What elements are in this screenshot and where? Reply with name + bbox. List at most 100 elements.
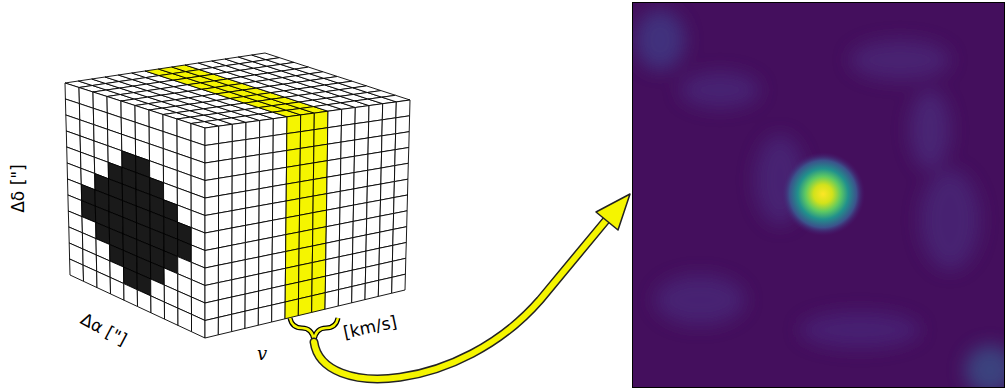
voxel-cell [219,142,233,161]
voxel-cell [286,232,300,252]
voxel-cell [340,205,354,224]
voxel-cell [287,148,301,167]
voxel-cell [369,104,383,122]
voxel-cell [272,235,286,255]
voxel-cell [355,106,369,124]
voxel-cell [300,180,314,199]
voxel-cell [353,203,367,222]
voxel-cell [273,167,287,186]
voxel-cell [232,157,246,176]
voxel-cell [83,265,97,288]
voxel-cell [299,213,313,232]
voxel-cell [219,228,233,248]
voxel-cell [285,299,299,319]
voxel-cell [300,130,314,149]
brace-and-arrow [290,194,630,379]
voxel-cell [354,170,368,189]
voxel-cell [367,168,381,186]
voxel-cell [339,221,353,240]
voxel-cell [205,231,219,251]
voxel-cell [298,296,312,316]
voxel-cell [299,246,313,265]
voxel-cell [232,140,246,159]
voxel-cell [341,124,355,142]
voxel-cell [205,213,219,233]
voxel-cell [341,156,355,175]
voxel-cell [246,138,260,157]
voxel-cell [382,134,396,152]
voxel-cell [192,314,206,338]
voxel-cell [205,283,218,303]
voxel-cell [352,283,366,302]
voxel-cell [259,153,273,172]
voxel-cell [259,254,273,274]
voxel-cell [382,118,396,136]
voxel-cell [368,136,382,154]
voxel-cell [300,196,314,215]
voxel-cell [313,227,327,246]
voxel-cell [300,163,314,182]
voxel-cell [381,166,395,184]
voxel-cell [327,142,341,161]
voxel-cell [396,116,410,134]
voxel-cell [392,274,406,293]
voxel-cell [259,237,273,257]
voxel-cell [110,277,124,300]
voxel-cell [164,302,178,325]
voxel-cell [354,154,368,173]
moment-map [632,2,1005,388]
voxel-cell [394,163,408,181]
voxel-cell [245,240,259,260]
voxel-cell [287,132,301,151]
voxel-cell [219,193,233,213]
voxel-cell [286,182,300,201]
voxel-cell [259,220,273,240]
voxel-cell [245,308,258,328]
voxel-cell [232,277,246,297]
voxel-cell [232,174,246,194]
voxel-cell [259,186,273,205]
axis-label: v [257,345,267,363]
voxel-cell [70,259,84,281]
voxel-cell [259,170,273,189]
voxel-cell [314,128,328,147]
voxel-cell [365,280,379,299]
voxel-cell [258,305,272,325]
voxel-cell [232,243,246,263]
voxel-cell [232,311,245,331]
voxel-cell [273,184,287,203]
voxel-cell [205,126,219,145]
voxel-cell [325,290,339,310]
voxel-cell [286,165,300,184]
voxel-cell [97,271,111,294]
voxel-cell [246,206,260,226]
voxel-cell [354,186,368,205]
voxel-cell [378,277,392,296]
voxel-cell [312,293,326,313]
voxel-cell [124,284,138,307]
voxel-cell [246,172,260,191]
voxel-cell [205,317,218,338]
voxel-cell [396,100,410,118]
voxel-cell [327,191,341,210]
data-cube [65,53,410,338]
voxel-cell [313,194,327,213]
voxel-cell [395,132,409,150]
voxel-cell [205,178,219,198]
voxel-cell [314,144,328,163]
voxel-cell [286,199,300,218]
voxel-cell [219,176,233,196]
axis-label: Δα ["] [78,310,130,348]
voxel-cell [313,210,327,229]
voxel-cell [205,248,219,268]
voxel-cell [367,184,381,203]
voxel-cell [218,314,231,335]
voxel-cell [381,150,395,168]
voxel-cell [260,119,274,138]
voxel-cell [232,225,246,245]
voxel-cell [313,177,327,196]
voxel-cell [366,216,380,235]
voxel-cell [232,208,246,228]
voxel-cell [273,201,287,220]
